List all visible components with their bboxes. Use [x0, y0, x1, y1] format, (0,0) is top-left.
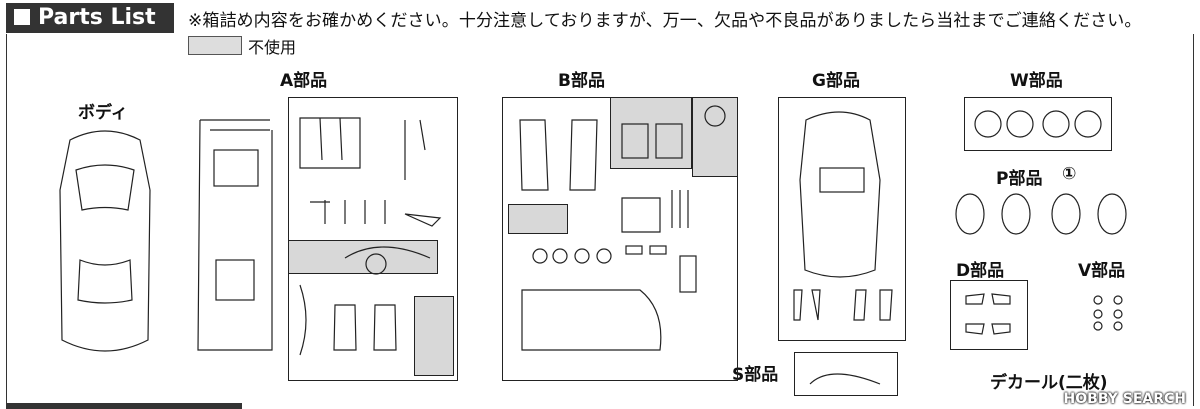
section-s-title: S部品: [732, 365, 779, 385]
section-decal-title: デカール(二枚): [990, 373, 1108, 393]
section-d-title: D部品: [956, 261, 1005, 281]
b-parts-unused-4-6: [692, 97, 738, 177]
parts-list-title-text: Parts List: [38, 5, 156, 30]
notice-text: ※箱詰め内容をお確かめください。十分注意しておりますが、万一、欠品や不良品があり…: [188, 11, 1142, 31]
a-parts-tree: [288, 97, 458, 381]
section-body-title: ボディ: [78, 103, 128, 123]
a-chassis: [197, 119, 273, 351]
g-parts-tree: [778, 97, 906, 341]
a-parts-unused-row: [288, 240, 438, 274]
body-car-outline: [59, 130, 151, 352]
footer-bar: [6, 403, 242, 409]
d-parts-tree: [950, 280, 1028, 350]
section-b-title: B部品: [558, 71, 605, 91]
section-p-count: ①: [1062, 164, 1077, 184]
legend-label: 不使用: [248, 38, 297, 57]
parts-list-title: Parts List: [6, 3, 174, 33]
section-a-title: A部品: [280, 71, 328, 91]
square-icon: [14, 9, 30, 25]
section-p-title: P部品: [996, 169, 1043, 189]
unused-swatch: [188, 36, 242, 55]
w-parts-tree: [964, 97, 1112, 151]
section-w-title: W部品: [1010, 71, 1063, 91]
s-parts-tree: [794, 352, 898, 396]
section-g-title: G部品: [812, 71, 860, 91]
section-v-title: V部品: [1078, 261, 1126, 281]
header: Parts List ※箱詰め内容をお確かめください。十分注意しておりますが、万…: [0, 0, 1200, 34]
parts-frame: [6, 34, 1194, 406]
a-parts-unused-19-21: [414, 296, 454, 376]
b-parts-unused-7-8: [508, 204, 568, 234]
hobby-search-watermark: HOBBY SEARCH: [1063, 391, 1186, 407]
b-parts-unused-3: [610, 97, 692, 169]
